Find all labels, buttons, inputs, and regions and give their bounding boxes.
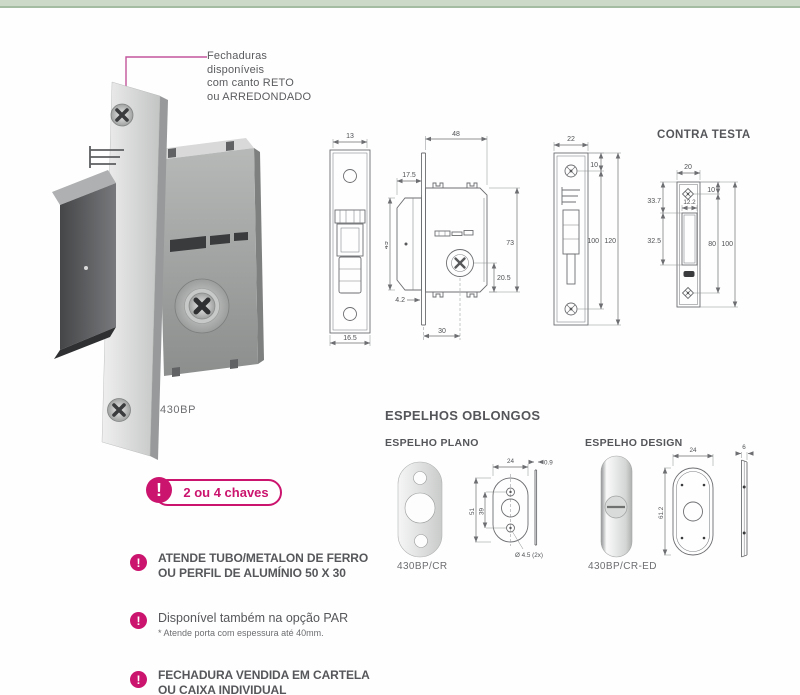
dim-label: 39 [479, 507, 486, 515]
dim-label: 13 [346, 133, 354, 140]
screw-symbol [681, 187, 695, 201]
dim-label: 100 [587, 238, 599, 245]
dim-label: 33.7 [647, 198, 661, 205]
side-profile [741, 459, 748, 558]
brand-stamp [89, 146, 124, 168]
exclamation-icon: ! [146, 477, 172, 503]
espelho-design-drawing: 24 61.2 6 [658, 444, 754, 558]
exclamation-icon: ! [130, 612, 147, 629]
dim-label: Ø 4.5 (2x) [515, 552, 543, 559]
latch-mechanism [334, 209, 366, 294]
cylinder-view [446, 249, 474, 277]
key-cylinder [174, 278, 230, 334]
espelho-plano-drawing: 24 51 39 0.9 Ø 4.5 (2x) [469, 458, 553, 559]
espelho-plano-title: ESPELHO PLANO [385, 437, 479, 449]
contra-testa-title: CONTRA TESTA [657, 129, 751, 141]
dim-label: 4.2 [395, 297, 405, 304]
dim-label: 10 [590, 162, 598, 169]
side-slots [434, 230, 474, 237]
screw-symbol [506, 523, 515, 533]
dim-label: 22 [567, 136, 575, 143]
espelho-plano-photo [397, 461, 443, 558]
dim-label: 17.5 [402, 172, 416, 179]
dim-label: 20 [684, 164, 692, 171]
dim-label: 24 [507, 458, 515, 465]
dim-label: 61.2 [658, 506, 665, 519]
dim-label: 48 [452, 131, 460, 138]
top-band [0, 0, 800, 8]
dim-label: 6 [742, 444, 746, 451]
dim-label: 100 [721, 241, 733, 248]
product-code: 430BP [160, 404, 197, 416]
dim-label: 32.5 [647, 238, 661, 245]
annotation-line-4: ou ARREDONDADO [207, 90, 312, 103]
dim-label: 80 [708, 241, 716, 248]
feature-line: FECHADURA VENDIDA EM CARTELA [158, 668, 370, 682]
espelhos-title: ESPELHOS OBLONGOS [385, 408, 541, 423]
annotation-line-1: Fechaduras [207, 50, 268, 62]
espelho-design-code: 430BP/CR-ED [588, 561, 657, 572]
drawing-faceplate-front: 13 16.5 [329, 133, 371, 346]
exclamation-icon: ! [130, 554, 147, 571]
availability-note: Fechaduras disponíveis com canto RETO ou… [207, 50, 311, 104]
espelho-plano-code: 430BP/CR [397, 561, 448, 572]
screw-symbol [564, 302, 578, 316]
feature-line: OU PERFIL DE ALUMÍNIO 50 X 30 [158, 566, 346, 580]
faceplate-screw-top-icon [110, 103, 134, 127]
annotation-line-3: com canto RETO [207, 77, 294, 89]
dim-label: 0.9 [544, 460, 553, 467]
keys-badge: 2 ou 4 chaves ! [146, 477, 282, 506]
exclamation-icon: ! [130, 671, 147, 688]
faceplate-screw-bottom-icon [107, 398, 131, 422]
drawing-lock-side: 48 17.5 49 73 20.5 4.2 30 [385, 131, 520, 340]
screw-symbol [564, 164, 578, 178]
side-profile [534, 469, 538, 546]
drawing-contra-testa: 20 12.2 10 33.7 32.5 80 100 [647, 164, 738, 308]
dim-label: 24 [689, 447, 697, 454]
feature-line: OU CAIXA INDIVIDUAL [158, 683, 287, 695]
screw-symbol [506, 487, 515, 497]
annotation-line-2: disponíveis [207, 63, 265, 76]
feature-line: ATENDE TUBO/METALON DE FERRO [158, 551, 369, 565]
feature-item: ! ATENDE TUBO/METALON DE FERRO OU PERFIL… [130, 551, 368, 581]
dim-label: 51 [469, 507, 476, 515]
feature-line: Disponível também na opção PAR [158, 611, 349, 625]
feature-item: ! FECHADURA VENDIDA EM CARTELA OU CAIXA … [130, 668, 370, 695]
dim-label: 20.5 [497, 275, 511, 282]
feature-item: ! Disponível também na opção PAR * Atend… [130, 611, 348, 638]
dim-label: 12.2 [683, 199, 696, 206]
screw-symbol [681, 286, 695, 300]
dim-label: 30 [438, 328, 446, 335]
latch-bolt [52, 170, 116, 359]
feature-note: * Atende porta com espessura até 40mm. [158, 628, 324, 638]
espelho-design-title: ESPELHO DESIGN [585, 437, 683, 449]
dim-label: 16.5 [343, 335, 357, 342]
dim-label: 10 [707, 187, 715, 194]
latch-mechanism [561, 187, 580, 285]
product-photo [52, 81, 264, 460]
keys-badge-label: 2 ou 4 chaves [154, 479, 282, 506]
dim-label: 120 [604, 238, 616, 245]
bolt-profile [396, 197, 422, 291]
dim-label: 49 [385, 241, 390, 249]
lock-body [152, 138, 264, 377]
dim-label: 73 [506, 240, 514, 247]
espelho-design-photo [600, 455, 633, 558]
drawing-faceplate-dims: 22 10 100 120 [553, 136, 621, 326]
